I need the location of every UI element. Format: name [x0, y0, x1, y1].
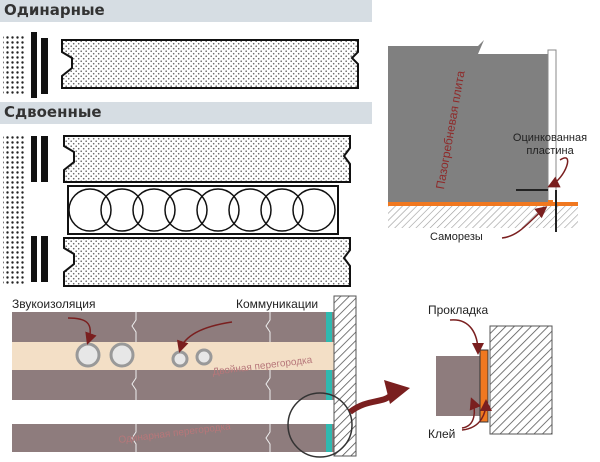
detail-wall-hatch: [489, 325, 553, 435]
panel-joints: [131, 312, 271, 452]
bottom-section: [12, 295, 553, 458]
double-panel-upper: [63, 135, 351, 183]
single-heading: Одинарные: [4, 1, 105, 19]
floor-hatch: [388, 206, 578, 228]
curved-arrow-head: [384, 380, 410, 404]
seam-strip: [326, 370, 332, 400]
plate-label: Оцинкованная пластина: [512, 132, 588, 157]
seam-strip: [326, 312, 332, 342]
gasket-label: Прокладка: [428, 303, 489, 317]
single-panel: [61, 39, 359, 89]
damper-strip: [41, 136, 48, 182]
header-band-single: [0, 0, 372, 22]
circle-magnifier-icon: [287, 392, 353, 458]
glue-label: Клей: [428, 427, 456, 441]
top-right-section: [388, 40, 578, 239]
wall-hatch: [333, 295, 357, 457]
damper-strip: [31, 236, 37, 282]
communications-label: Коммуникации: [236, 297, 319, 311]
glue-pointer: [461, 397, 481, 429]
gasket-floor: [388, 202, 578, 206]
seam-strip: [326, 424, 332, 452]
wall-edge: [547, 49, 557, 211]
detail-gasket: [479, 349, 489, 423]
plate-pointer: [547, 157, 569, 188]
slab-row-2: [12, 370, 334, 400]
screws-label: Саморезы: [430, 231, 483, 243]
glue-pointer: [461, 399, 492, 431]
soundproofing-pointer: [67, 317, 97, 345]
screw-pointer: [501, 206, 548, 239]
damper-strip: [41, 236, 48, 282]
double-panel-lower: [63, 237, 351, 287]
insulation-rolls: [68, 188, 336, 232]
tongue-groove-slab: [388, 40, 548, 202]
damper-strip: [31, 136, 37, 182]
communications-pointer: [176, 321, 233, 353]
slab-row-3: [12, 424, 334, 452]
wall-texture: [3, 36, 25, 94]
double-heading: Сдвоенные: [4, 103, 102, 121]
soundproofing-label: Звукоизоляция: [12, 297, 96, 311]
top-left-section: [0, 0, 372, 287]
damper-strip: [31, 32, 37, 98]
pipes: [75, 342, 213, 368]
header-band-double: [0, 102, 372, 124]
damper-strip: [41, 38, 48, 94]
slab-row-1: [12, 312, 334, 342]
wall-texture: [3, 136, 25, 286]
gasket-pointer: [449, 319, 484, 355]
